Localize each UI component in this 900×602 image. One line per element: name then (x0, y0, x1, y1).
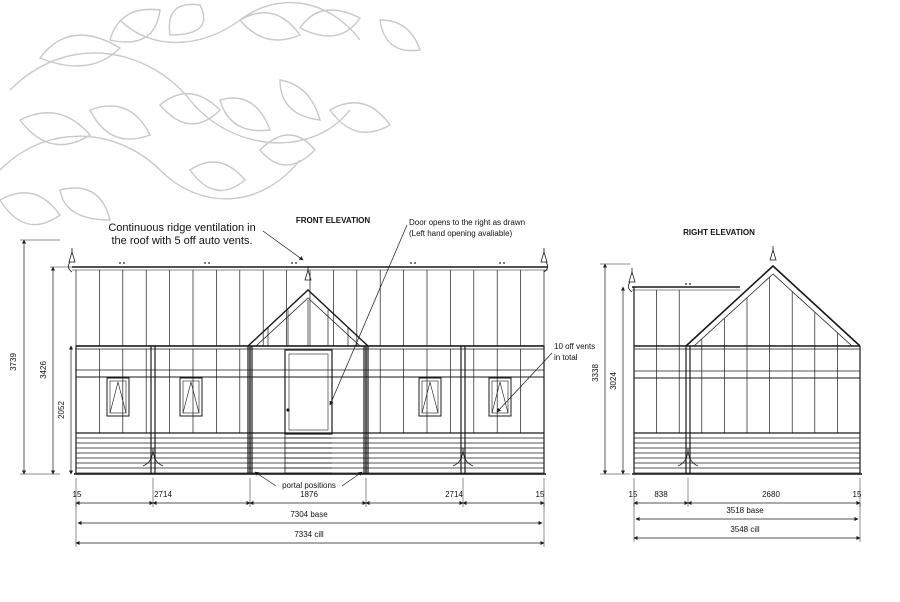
vent-marker (689, 283, 691, 285)
door-note-line-1: Door opens to the right as drawn (409, 218, 525, 227)
vent-window-pane (491, 380, 509, 414)
ridge-note-leader (262, 230, 304, 261)
right-end-right-label: 15 (853, 490, 862, 499)
ridge-vent-marker (208, 262, 210, 264)
front-height-eave-label: 3426 (39, 361, 48, 379)
front-cill-label: 7334 cill (294, 530, 324, 539)
ridge-ventilation-note-line-2: the roof with 5 off auto vents. (111, 235, 252, 247)
finial (540, 250, 548, 263)
vent-opening-indicator (182, 381, 200, 414)
front-height-sill-label: 2052 (57, 401, 66, 419)
vent-marker (685, 283, 687, 285)
right-left-span-label: 838 (654, 490, 668, 499)
door-handle (286, 408, 290, 412)
right-height-eave-label: 3024 (609, 372, 618, 390)
finial (304, 268, 312, 281)
portal-foot (152, 447, 164, 467)
gutter-end-left (68, 261, 73, 273)
door-note-line-2: (Left hand opening avaliable) (409, 229, 513, 238)
front-bay-right-label: 2714 (445, 490, 463, 499)
front-height-total-label: 3739 (9, 353, 18, 371)
ridge-vent-marker (123, 262, 125, 264)
finial (769, 248, 777, 261)
ridge-vent-marker (410, 262, 412, 264)
ridge-vent-marker (295, 262, 297, 264)
main-gable (685, 264, 861, 347)
vent-window-pane (421, 380, 439, 414)
portal-note-leader-left (254, 471, 277, 487)
ridge-vent-marker (414, 262, 416, 264)
portal-foot (687, 447, 699, 467)
finial (628, 270, 636, 283)
right-elevation-title: RIGHT ELEVATION (683, 228, 755, 237)
ridge-vent-marker (499, 262, 501, 264)
right-elevation (600, 246, 862, 542)
front-end-right-label: 15 (536, 490, 545, 499)
right-end-left-label: 15 (629, 490, 638, 499)
vent-window (418, 377, 442, 417)
ridge-vent-marker (204, 262, 206, 264)
door-glass (288, 353, 329, 431)
portal-foot (462, 447, 474, 467)
portal-positions-note: portal positions (282, 481, 336, 490)
vent-opening-indicator (421, 381, 439, 414)
main-gable-inner (693, 273, 853, 347)
door-note-leader (329, 224, 408, 406)
porch-gable-inner (255, 297, 361, 347)
door (284, 349, 333, 435)
front-bay-left-label: 2714 (154, 490, 172, 499)
ridge-vent-marker (291, 262, 293, 264)
front-base-label: 7304 base (290, 510, 328, 519)
ridge-ventilation-note-line-1: Continuous ridge ventilation in (108, 222, 255, 234)
vents-note-line-2: in total (554, 353, 578, 362)
front-elevation-title: FRONT ELEVATION (296, 216, 371, 225)
gutter-end (628, 281, 633, 293)
ridge-vent-marker (503, 262, 505, 264)
vent-window-pane (182, 380, 200, 414)
right-main-span-label: 2680 (762, 490, 780, 499)
vents-note-leader (496, 352, 553, 413)
front-centre-label: 1876 (300, 490, 318, 499)
leaf-watermark-decoration (0, 1, 421, 226)
portal-note-leader-right (341, 471, 363, 487)
vent-window (106, 377, 130, 417)
vent-opening-indicator (109, 381, 127, 414)
right-cill-label: 3548 cill (730, 525, 760, 534)
gutter-end-right (543, 261, 548, 273)
porch-gable (247, 289, 369, 347)
ridge-vent-marker (119, 262, 121, 264)
front-end-left-label: 15 (73, 490, 82, 499)
vent-window-pane (109, 380, 127, 414)
vent-window (179, 377, 203, 417)
finial (68, 250, 76, 263)
vents-note-line-1: 10 off vents (554, 342, 595, 351)
front-elevation (20, 224, 553, 547)
right-height-total-label: 3338 (591, 364, 600, 382)
right-base-label: 3518 base (726, 506, 764, 515)
